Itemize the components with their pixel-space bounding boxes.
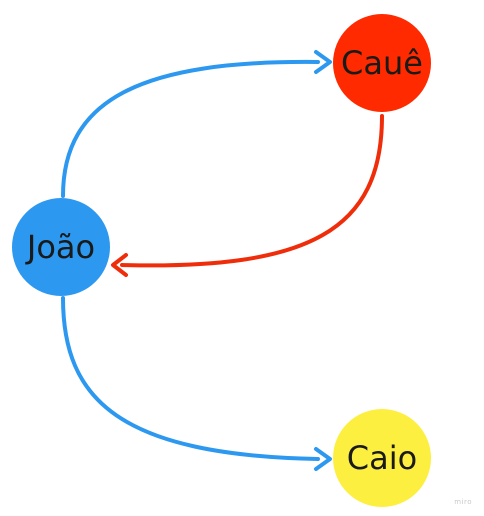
node-caio-label: Caio [347, 439, 417, 477]
node-caio-circle [333, 409, 431, 507]
miro-watermark: miro [454, 498, 472, 506]
node-caue-label: Cauê [341, 44, 423, 82]
arrowhead-to-joao [111, 253, 128, 277]
node-caio[interactable]: Caio [333, 409, 431, 507]
node-caue[interactable]: Cauê [333, 14, 431, 112]
arrowhead-to-caio [314, 447, 332, 471]
arrowhead-to-caue [314, 50, 332, 74]
node-joao-circle [12, 198, 110, 296]
node-joao[interactable]: João [12, 198, 110, 296]
edge-joao-to-caue [61, 59, 320, 198]
node-caue-circle [333, 14, 431, 112]
edge-caue-to-joao [120, 114, 384, 268]
edge-joao-to-caio [61, 296, 320, 461]
node-joao-label: João [25, 228, 95, 266]
